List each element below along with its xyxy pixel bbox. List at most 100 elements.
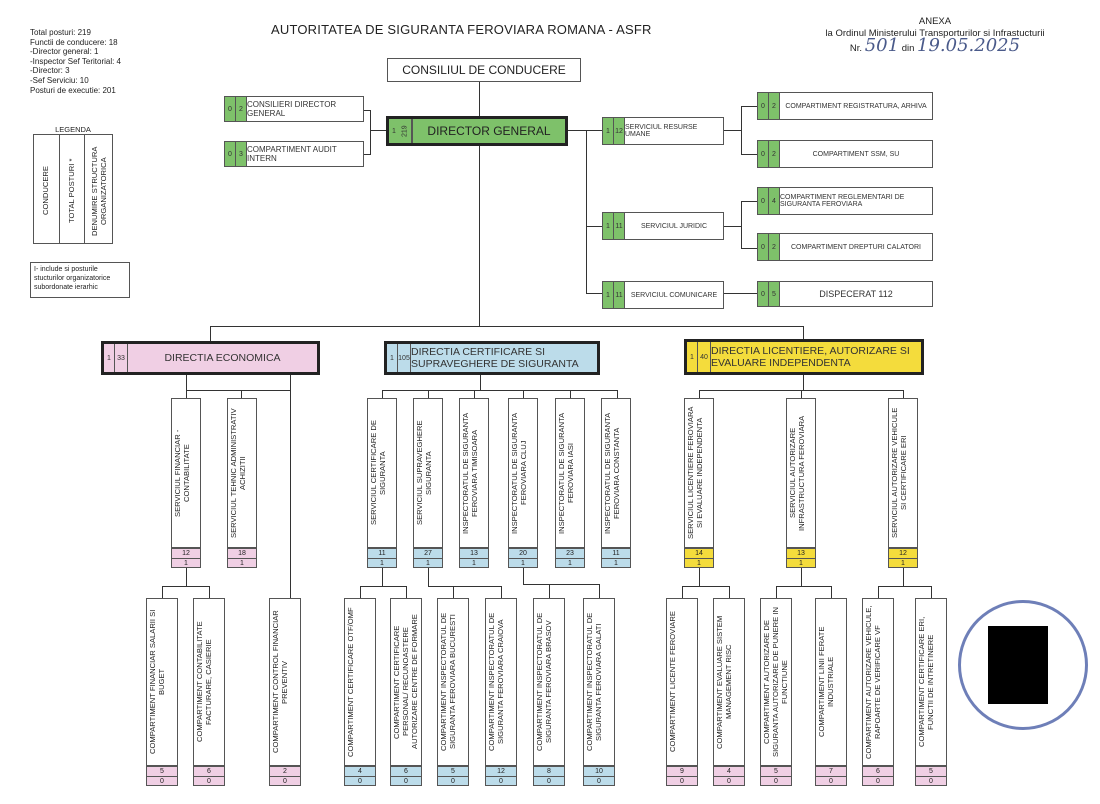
connector-line [363,110,371,111]
compartment-label: COMPARTIMENT CONTABILITATE FACTURARE, CA… [195,621,213,743]
legend-col-denumire: DENUMIRE STRUCTURA ORGANIZATORICA [90,146,108,236]
compartment-label: COMPARTIMENT EVALUARE SISTEM MANAGEMENT … [715,615,733,749]
connector-line [617,390,618,398]
box-label: COMPARTIMENT AUDIT INTERN [246,142,363,166]
compartment-box [193,598,225,766]
service-total: 12 [182,549,190,557]
compartment-label: COMPARTIMENT CERTIFICARE ERI, FUNCTII DE… [917,616,935,748]
compartment-total: 5 [929,767,933,775]
comp-reglementari-box: 0 4 COMPARTIMENT REGLEMENTARI DE SIGURAN… [757,187,933,215]
connector-line [699,568,700,586]
service-total: 23 [566,549,574,557]
compartment-box [344,598,376,766]
connector-line [801,390,802,398]
connector-line [586,293,602,294]
cell-c: 0 [758,282,768,306]
service-total: 27 [424,549,432,557]
stat-line: Total posturi: 219 [30,28,91,37]
council-box: CONSILIUL DE CONDUCERE [387,58,581,82]
nr-label: Nr. [849,43,863,54]
connector-line [549,584,550,598]
connector-line [699,390,700,398]
direction-label: DIRECTIA ECONOMICA [127,344,317,372]
service-box [367,398,397,548]
legend-col-total: TOTAL POSTURI * [67,158,76,224]
service-total: 14 [695,549,703,557]
cell-t: 12 [613,118,624,144]
service-label: INSPECTORATUL DE SIGURANTA FEROVIARA CON… [603,412,621,534]
service-c: 1 [171,558,201,568]
compartment-c: 0 [915,776,947,786]
cell-c: 1 [603,118,613,144]
box-label: SERVICIUL COMUNICARE [624,282,723,308]
compartment-c: 0 [437,776,469,786]
cell-t: 105 [397,344,410,372]
connector-line [501,586,502,598]
service-juridic-box: 1 11 SERVICIUL JURIDIC [602,212,724,240]
compartment-c: 0 [193,776,225,786]
box-label: COMPARTIMENT REGLEMENTARI DE SIGURANTA F… [779,188,932,214]
dg-label: DIRECTOR GENERAL [412,119,565,143]
connector-line [741,106,742,154]
comp-registratura-box: 0 2 COMPARTIMENT REGISTRATURA, ARHIVA [757,92,933,120]
compartment-box [485,598,517,766]
compartment-total: 2 [283,767,287,775]
compartment-total: 10 [595,767,603,775]
connector-line [241,390,291,391]
service-c: 1 [555,558,585,568]
connector-line [479,82,480,326]
connector-line [382,390,618,391]
compartment-total: 5 [451,767,455,775]
service-total: 13 [470,549,478,557]
direction-label: DIRECTIA CERTIFICARE SI SUPRAVEGHERE DE … [410,344,597,372]
service-label: INSPECTORATUL DE SIGURANTA FEROVIARA TIM… [461,412,479,534]
service-c: 1 [459,558,489,568]
connector-line [382,568,383,586]
legend-note: I- include si posturile stucturilor orga… [30,262,130,298]
connector-line [741,248,757,249]
compartment-label: COMPARTIMENT AUTORIZARE DE SIGURANTA AUT… [762,607,789,757]
connector-line [724,293,757,294]
connector-line [363,154,371,155]
connector-line [586,130,602,131]
compartment-box [269,598,301,766]
compartment-c: 0 [760,776,792,786]
connector-line [453,586,454,598]
service-total: 20 [519,549,527,557]
compartment-label: COMPARTIMENT FINANCIAR SALARII SI BUGET [148,609,166,755]
box-label: COMPARTIMENT REGISTRATURA, ARHIVA [779,93,932,119]
cell-t: 4 [768,188,779,214]
connector-line [406,586,407,598]
service-c: 1 [227,558,257,568]
dg-t-cell: 219 [399,119,412,143]
annex-number-line: Nr. 501 din 19.05.2025 [800,37,1070,55]
compartment-total: 6 [404,767,408,775]
stat-line: -Sef Serviciu: 10 [30,75,89,85]
direction-label: DIRECTIA LICENTIERE, AUTORIZARE SI EVALU… [710,342,921,372]
connector-line [931,586,932,598]
service-box [684,398,714,548]
stat-line: -Inspector Sef Teritorial: 4 [30,56,122,66]
date-value: 19.05.2025 [917,35,1021,56]
connector-line [776,586,777,598]
service-c: 1 [508,558,538,568]
connector-line [903,568,904,586]
compartment-box [390,598,422,766]
service-total: 11 [612,549,620,557]
connector-line [186,390,242,391]
cell-c: 0 [225,97,235,121]
compartment-total: 6 [876,767,880,775]
cell-c: 1 [690,353,694,361]
compartment-label: COMPARTIMENT INSPECTORATUL DE SIGURANTA … [487,612,505,752]
compartment-label: COMPARTIMENT CONTROL FINANCIAR PREVENTIV [271,610,289,754]
director-general-box: 1 219 DIRECTOR GENERAL [386,116,568,146]
connector-line [741,154,757,155]
service-label: SERVICIUL AUTORIZARE VEHICULE SI CERTIFI… [890,407,908,539]
service-label: SERVICIUL AUTORIZARE INFRASTRUCTURA FERO… [788,415,806,531]
compartment-c: 0 [146,776,178,786]
connector-line [241,390,242,398]
service-box [555,398,585,548]
connector-line [801,568,802,586]
compartment-c: 0 [666,776,698,786]
connector-line [586,226,602,227]
